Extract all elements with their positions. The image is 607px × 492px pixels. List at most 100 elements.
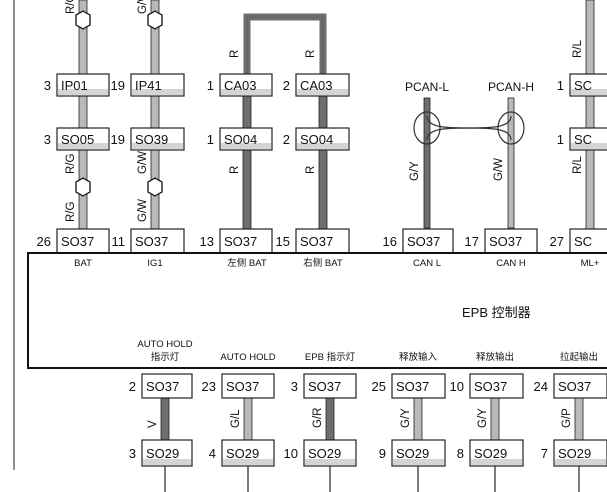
ecu-connector-bottom-3-pin: 25 (372, 379, 386, 394)
ecu-connector-bottom-2 (303, 373, 357, 399)
signal-top-2: 左侧 BAT (227, 257, 267, 269)
ecu-connector-top-0-pin: 26 (37, 234, 51, 249)
wire-top-6 (585, 0, 595, 75)
splice-top-1 (147, 10, 163, 30)
connector-lower-1-pin: 19 (111, 132, 125, 147)
ecu-connector-top-6-code: SC (574, 234, 592, 249)
ecu-connector-bottom-5 (553, 373, 607, 399)
connector-bottom-3-band (393, 459, 444, 465)
connector-upper-3-code: CA03 (300, 78, 333, 93)
connector-lower-2-code: SO04 (224, 132, 257, 147)
connector-upper-3-pin: 2 (283, 78, 290, 93)
connector-lower-0-pin: 3 (44, 132, 51, 147)
connector-upper-6-pin: 1 (557, 78, 564, 93)
wires-layer (13, 0, 595, 492)
twist-loop-right (497, 111, 525, 145)
twist-curve-2 (426, 115, 512, 141)
connector-bottom-2-band (305, 459, 355, 465)
can-wire-5 (507, 97, 515, 229)
connector-upper-1-code: IP41 (135, 78, 162, 93)
connector-upper-6-band (571, 89, 607, 95)
connector-upper-2-pin: 1 (207, 78, 214, 93)
wire-color-bottom-1: G/L (230, 409, 242, 428)
connector-bottom-0-band (143, 459, 191, 465)
ecu-connector-bottom-3 (391, 373, 446, 399)
connector-bottom-3-code: SO29 (396, 446, 429, 461)
connector-lower-1-band (132, 143, 183, 149)
ecu-connector-bottom-0-code: SO37 (146, 379, 179, 394)
wire-bottom-5 (574, 397, 584, 441)
ecu-connector-bottom-3-code: SO37 (396, 379, 429, 394)
connector-lower-3-band (297, 143, 348, 149)
ecu-connector-top-0 (56, 228, 110, 254)
wire-color-bottom-2: G/R (312, 408, 324, 428)
wire-color-5: G/W (493, 158, 505, 181)
wire-bottom-4 (490, 397, 500, 441)
connector-bottom-1-pin: 4 (209, 446, 216, 461)
epb-controller-title: EPB 控制器 (462, 305, 531, 320)
wire-color-lower-0: R/G (65, 154, 77, 175)
connector-bottom-4-pin: 8 (457, 446, 464, 461)
signal-bottom-0-b: 指示灯 (151, 351, 180, 363)
connector-upper-1-band (132, 89, 183, 95)
wire-mid-6 (585, 95, 595, 129)
ecu-connector-bottom-5-pin: 24 (534, 379, 548, 394)
ecu-connector-top-6 (569, 228, 607, 254)
ecu-connector-bottom-1-pin: 23 (202, 379, 216, 394)
loop-wire (243, 13, 327, 74)
can-wire-4 (423, 97, 431, 229)
ecu-connector-bottom-4 (469, 373, 524, 399)
wire-color-top-1: G/W (137, 0, 149, 14)
connector-bottom-2-code: SO29 (308, 446, 341, 461)
connector-bottom-5-band (555, 459, 606, 465)
connector-upper-0-band (58, 89, 108, 95)
wire-color-bottom-5: G/P (561, 408, 573, 428)
wire-color-lower-2: R (229, 166, 241, 174)
wire-low-3 (318, 149, 328, 230)
wire-color-top-2: R (229, 50, 241, 58)
connector-bottom-0-pin: 3 (129, 446, 136, 461)
connector-lower-0-band (58, 143, 108, 149)
connector-upper-6-code: SC (574, 78, 592, 93)
ecu-connector-top-0-code: SO37 (61, 234, 94, 249)
signal-top-3: 右侧 BAT (303, 257, 343, 269)
ecu-connector-bottom-2-pin: 3 (291, 379, 298, 394)
ecu-connector-top-6-pin: 27 (550, 234, 564, 249)
connector-lower-3-code: SO04 (300, 132, 333, 147)
splice-low-0 (75, 177, 91, 197)
signal-top-4: CAN L (413, 258, 441, 269)
connector-lower-1-code: SO39 (135, 132, 168, 147)
signal-bottom-3: 释放输入 (399, 351, 438, 363)
wire-color-bottom-3: G/Y (400, 408, 412, 428)
connector-bottom-2-pin: 10 (284, 446, 298, 461)
ecu-connector-top-3-pin: 15 (276, 234, 290, 249)
connector-upper-2-code: CA03 (224, 78, 257, 93)
signal-bottom-1: AUTO HOLD (220, 352, 275, 363)
wire-low-6 (585, 149, 595, 230)
ecu-connector-top-4-code: SO37 (407, 234, 440, 249)
connector-lower-3-pin: 2 (283, 132, 290, 147)
wire-color-ecu-1: G/W (137, 199, 149, 222)
wire-color-4: G/Y (409, 161, 421, 181)
wire-color-top-0: R/G (65, 0, 77, 14)
wire-mid-1 (150, 95, 160, 129)
connector-bottom-1-code: SO29 (226, 446, 259, 461)
ecu-connector-top-1-pin: 11 (112, 234, 126, 249)
connector-lower-6-code: SC (574, 132, 592, 147)
signal-top-6: ML+ (581, 258, 600, 269)
ecu-connector-bottom-1-code: SO37 (226, 379, 259, 394)
wire-bottom-3 (413, 397, 423, 441)
signal-bottom-5: 拉起输出 (560, 351, 598, 363)
connector-upper-3-band (297, 89, 348, 95)
ecu-connector-bottom-0-pin: 2 (129, 379, 136, 394)
wire-mid-3 (318, 95, 328, 129)
connector-bottom-5-code: SO29 (558, 446, 591, 461)
ecu-connector-top-3-code: SO37 (300, 234, 333, 249)
connector-lower-6-pin: 1 (557, 132, 564, 147)
wire-bottom-2 (325, 397, 335, 441)
wire-color-bottom-4: G/Y (477, 408, 489, 428)
ecu-connector-bottom-4-pin: 10 (450, 379, 464, 394)
splice-low-1 (147, 177, 163, 197)
connector-bottom-4-band (471, 459, 522, 465)
